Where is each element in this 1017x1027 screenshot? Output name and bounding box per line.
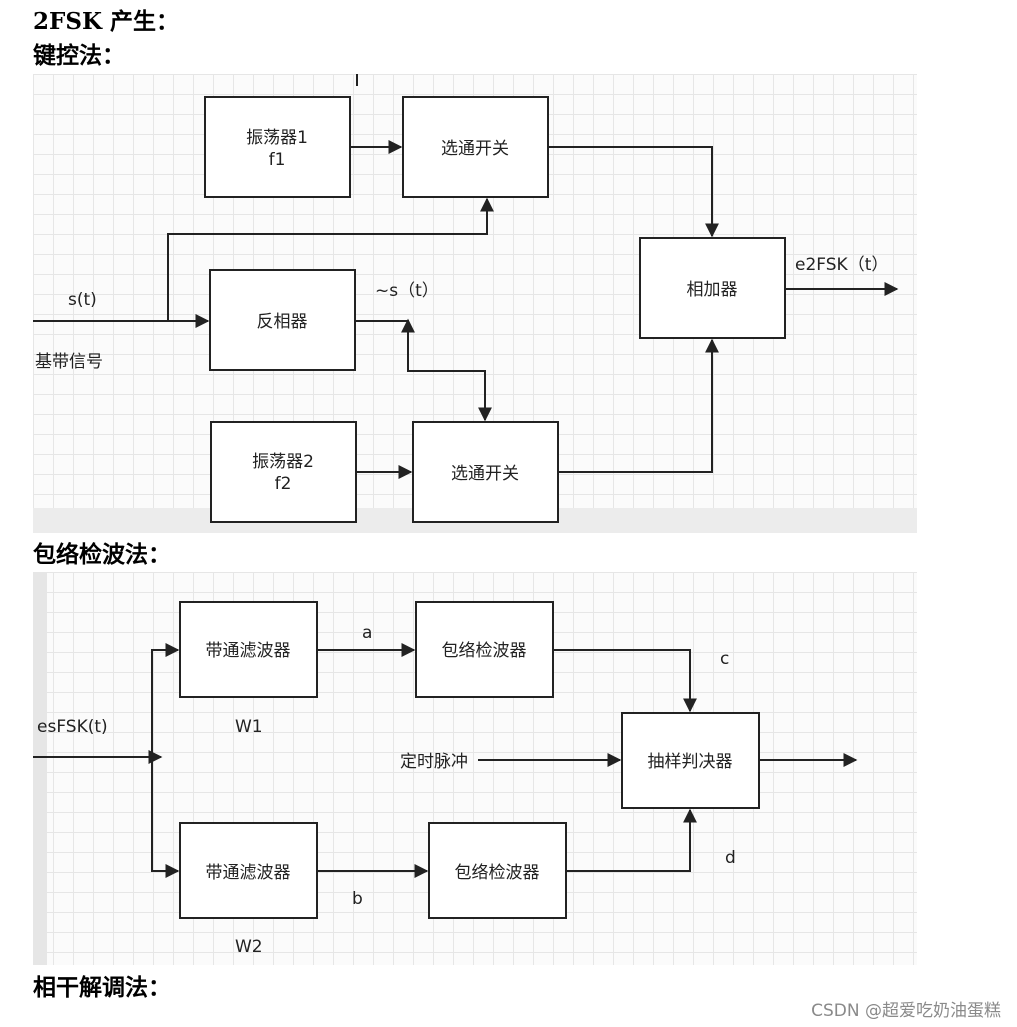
envelope-detector-2-label: 包络检波器	[455, 863, 540, 883]
oscillator-1-label: 振荡器1	[246, 128, 308, 148]
adder-label: 相加器	[687, 280, 738, 300]
heading-keying-method: 键控法：	[33, 42, 125, 69]
selector-switch-1-block: 选通开关	[402, 96, 549, 198]
oscillator-1-block: 振荡器1 f1	[204, 96, 351, 198]
selector-switch-2-block: 选通开关	[412, 421, 559, 523]
csdn-watermark: CSDN @超爱吃奶油蛋糕	[811, 1001, 1001, 1021]
output-signal-label: e2FSK（t）	[795, 255, 888, 275]
signal-b-label: b	[352, 889, 363, 909]
oscillator-2-block: 振荡器2 f2	[210, 421, 357, 523]
envelope-detector-1-label: 包络检波器	[442, 641, 527, 661]
split-to-bpf2-arrow	[151, 757, 180, 878]
sampling-decider-label: 抽样判决器	[648, 752, 733, 772]
w1-label: W1	[235, 717, 263, 737]
signal-a-label: a	[362, 623, 372, 643]
heading-coherent-demodulation: 相干解调法：	[33, 974, 171, 1001]
w2-label: W2	[235, 937, 263, 957]
envelope-detector-1-block: 包络检波器	[415, 601, 554, 698]
split-to-bpf1-arrow	[151, 643, 180, 757]
oscillator-2-label: 振荡器2	[252, 452, 314, 472]
envelope-detector-2-block: 包络检波器	[428, 822, 567, 919]
bandpass-filter-1-block: 带通滤波器	[179, 601, 318, 698]
inverter-label: 反相器	[257, 312, 308, 332]
signal-c-label: c	[720, 649, 729, 669]
selector-switch-2-label: 选通开关	[451, 464, 519, 484]
inverter-to-switch2-arrow	[355, 320, 492, 422]
baseband-caption: 基带信号	[35, 352, 103, 372]
timing-pulse-label: 定时脉冲	[400, 752, 468, 772]
input-signal-label: s(t)	[68, 290, 97, 310]
esfsk-input-label: esFSK(t)	[37, 717, 108, 737]
bandpass-filter-2-block: 带通滤波器	[179, 822, 318, 919]
sampling-decider-block: 抽样判决器	[621, 712, 760, 809]
input-to-switch1-arrow	[167, 197, 494, 321]
env1-to-decider-arrow	[553, 649, 697, 713]
oscillator-2-freq: f2	[275, 474, 292, 494]
heading-envelope-detection: 包络检波法：	[33, 541, 171, 568]
oscillator-1-freq: f1	[269, 150, 286, 170]
switch1-to-adder-arrow	[548, 146, 719, 238]
switch2-to-adder-arrow	[558, 338, 719, 473]
adder-block: 相加器	[639, 237, 786, 339]
heading-2fsk-generation: 2FSK 产生：	[33, 8, 179, 35]
inverter-block: 反相器	[209, 269, 356, 371]
inverted-signal-label: ~s（t）	[375, 281, 439, 301]
env2-to-decider-arrow	[566, 808, 697, 872]
signal-d-label: d	[725, 848, 736, 868]
selector-switch-1-label: 选通开关	[441, 139, 509, 159]
bandpass-filter-2-label: 带通滤波器	[206, 863, 291, 883]
bandpass-filter-1-label: 带通滤波器	[206, 641, 291, 661]
